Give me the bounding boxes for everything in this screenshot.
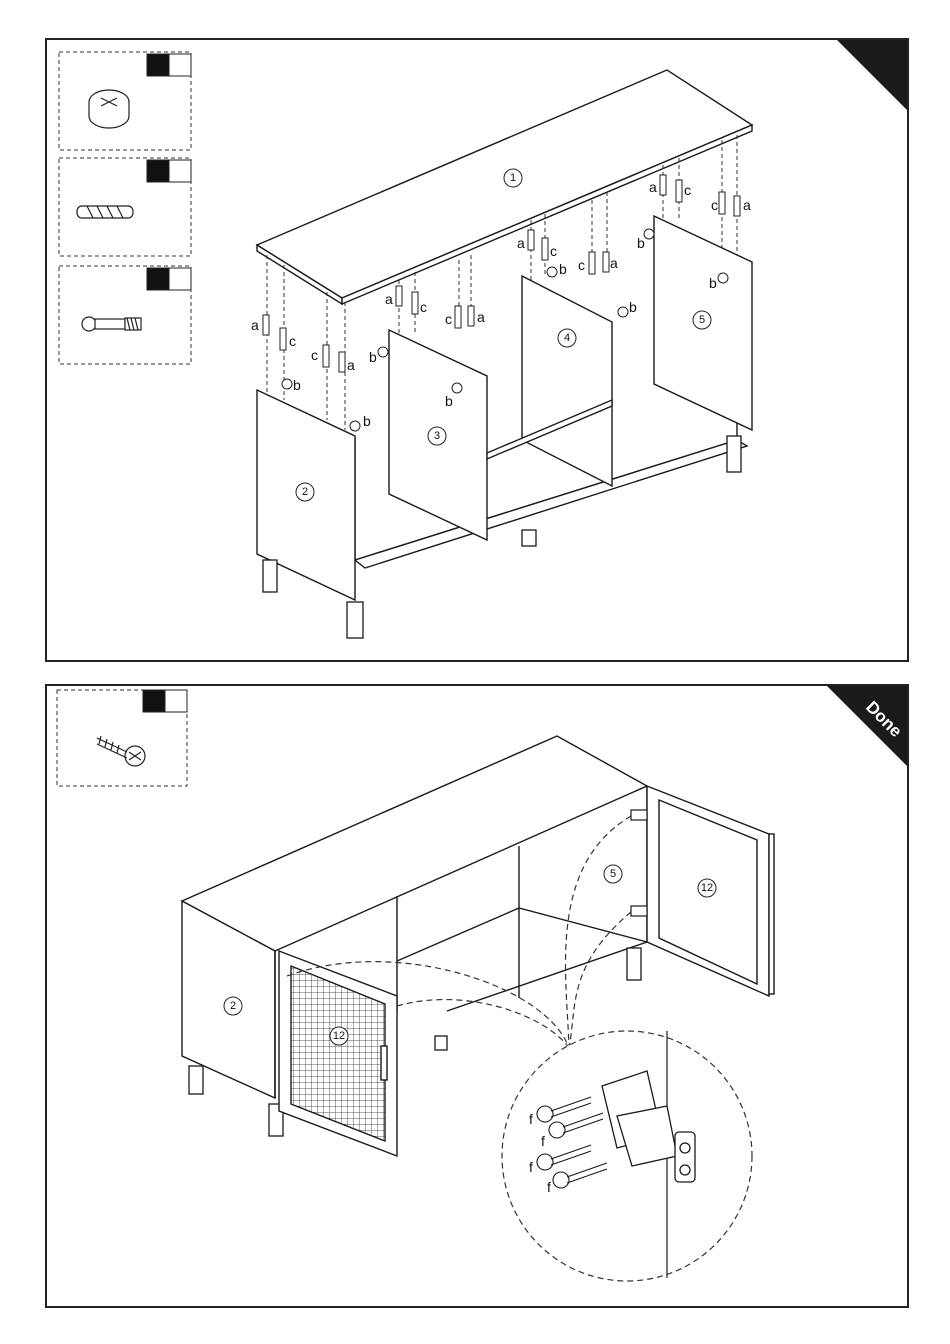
label-a: a — [649, 179, 657, 195]
quantity-badge — [143, 690, 187, 712]
label-f: f — [529, 1159, 533, 1175]
label-c: c — [420, 299, 427, 315]
label-c: c — [711, 197, 718, 213]
label-b: b — [369, 349, 377, 365]
label-c: c — [578, 257, 585, 273]
part-label-door: 12 — [333, 1030, 345, 1042]
label-a: a — [251, 317, 259, 333]
part-label-side: 2 — [230, 1000, 236, 1012]
label-a: a — [743, 197, 751, 213]
part-label-door-right: 12 — [701, 882, 713, 894]
hinges — [631, 810, 647, 916]
label-a: a — [610, 255, 618, 271]
label-a: a — [517, 235, 525, 251]
part-label-4: 4 — [564, 332, 570, 344]
part-label-1: 1 — [510, 172, 516, 184]
label-c: c — [550, 243, 557, 259]
hinge-detail-callout: f f f f — [502, 1031, 752, 1281]
step-2-diagram: Done 2 — [47, 686, 907, 1306]
label-b: b — [363, 413, 371, 429]
label-f: f — [547, 1179, 551, 1195]
cam-bolt-icon — [82, 317, 141, 331]
label-c: c — [684, 182, 691, 198]
quantity-badges — [147, 54, 191, 290]
label-a: a — [347, 357, 355, 373]
label-c: c — [289, 333, 296, 349]
corner-marker — [837, 40, 907, 110]
label-b: b — [293, 377, 301, 393]
step-panel-2: Done 2 — [45, 684, 909, 1308]
label-f: f — [529, 1111, 533, 1127]
label-b: b — [445, 393, 453, 409]
label-c: c — [311, 347, 318, 363]
part-label-2: 2 — [302, 486, 308, 498]
step-1-diagram: 1 — [47, 40, 907, 660]
screw-icon — [97, 736, 145, 766]
label-a: a — [385, 291, 393, 307]
left-door — [279, 951, 397, 1156]
label-a: a — [477, 309, 485, 325]
part-label-panel: 5 — [610, 868, 616, 880]
label-b: b — [629, 299, 637, 315]
label-b: b — [637, 235, 645, 251]
part-label-3: 3 — [434, 430, 440, 442]
label-c: c — [445, 311, 452, 327]
part-label-5: 5 — [699, 314, 705, 326]
dowel-icon — [77, 206, 133, 218]
step-panel-1: 1 — [45, 38, 909, 662]
label-f: f — [541, 1133, 545, 1149]
label-b: b — [709, 275, 717, 291]
label-b: b — [559, 261, 567, 277]
cam-lock-icon — [89, 90, 129, 128]
